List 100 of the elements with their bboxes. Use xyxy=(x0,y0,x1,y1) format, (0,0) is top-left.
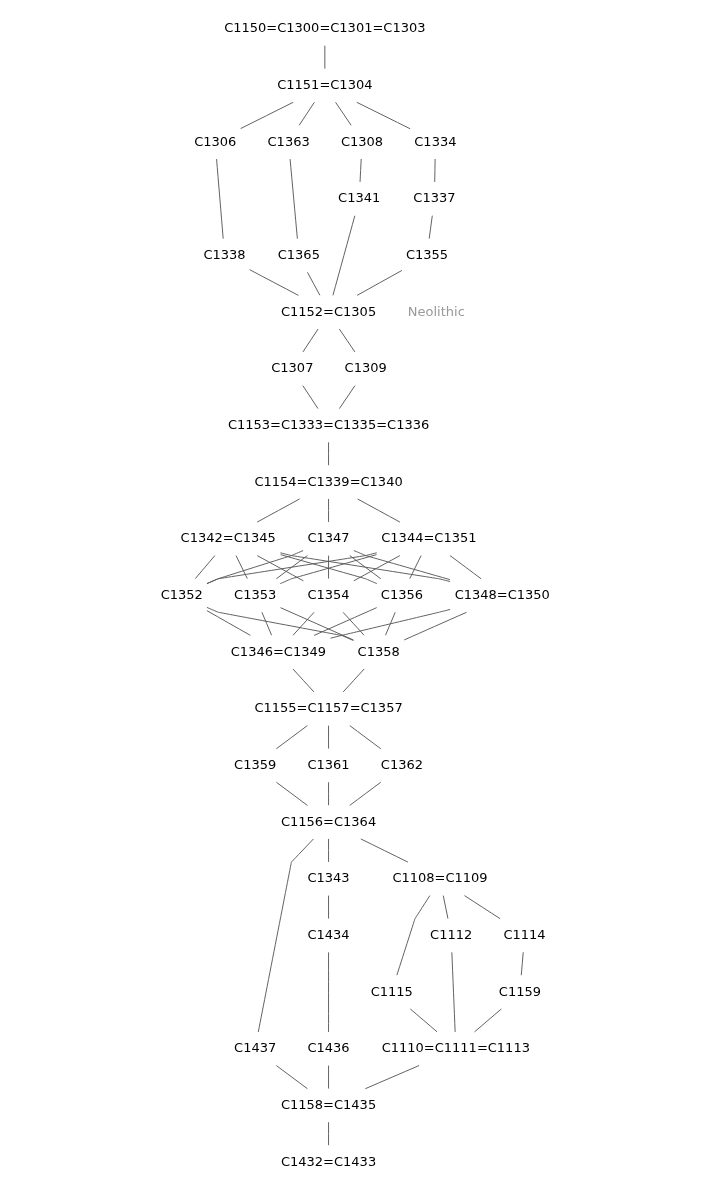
node-text: C1156=C1364 xyxy=(280,813,376,829)
node-text: C1432=C1433 xyxy=(280,1153,376,1169)
node-text: C1348=C1350 xyxy=(454,586,550,602)
node-text: C1306 xyxy=(193,133,236,149)
connector xyxy=(395,895,430,976)
node-text: C1358 xyxy=(357,643,400,659)
node-text: C1363 xyxy=(267,133,310,149)
connector xyxy=(364,1065,419,1090)
node-text: C1334 xyxy=(413,133,456,149)
connector xyxy=(289,158,298,240)
connector xyxy=(205,610,251,636)
connector xyxy=(342,611,365,636)
connector xyxy=(215,158,224,240)
connector xyxy=(279,607,354,641)
connector xyxy=(327,895,329,919)
node-text: C1152=C1305 xyxy=(280,303,376,319)
connector xyxy=(463,895,501,920)
connector xyxy=(352,555,400,582)
node-text: C1342=C1345 xyxy=(180,530,276,546)
connector xyxy=(359,838,408,863)
connector xyxy=(342,668,365,693)
connector xyxy=(409,1008,438,1033)
node-text: C1110=C1111=C1113 xyxy=(381,1040,530,1056)
connector xyxy=(206,606,354,641)
connector xyxy=(338,328,355,353)
connector xyxy=(291,668,314,693)
node-text: C1150=C1300=C1301=C1303 xyxy=(223,20,426,36)
connector xyxy=(403,611,467,641)
connector xyxy=(348,555,381,580)
node-text: C1355 xyxy=(405,246,448,262)
connector xyxy=(301,385,318,410)
connector xyxy=(520,951,524,976)
node-text: C1159 xyxy=(498,983,541,999)
node-text: C1365 xyxy=(277,246,320,262)
node-text: C1434 xyxy=(306,926,350,942)
connector xyxy=(260,611,272,636)
node-text: C1344=C1351 xyxy=(380,530,476,546)
connector xyxy=(313,607,377,636)
node-text: C1352 xyxy=(160,586,203,602)
connector xyxy=(275,725,308,750)
node-text: C1309 xyxy=(344,360,387,376)
connector xyxy=(442,895,448,919)
connector xyxy=(256,555,304,582)
connector xyxy=(327,441,329,466)
connector xyxy=(327,1121,329,1146)
connector xyxy=(384,611,396,636)
node-text: C1158=C1435 xyxy=(280,1096,376,1112)
connector xyxy=(327,838,329,863)
connector xyxy=(327,1065,329,1089)
connector xyxy=(206,552,377,585)
connector xyxy=(279,552,451,582)
label: Neolithic xyxy=(407,303,465,319)
node-text: C1108=C1109 xyxy=(391,870,488,886)
connector xyxy=(327,555,329,580)
connector xyxy=(473,1008,502,1033)
node-text: C1337 xyxy=(412,190,456,206)
connector xyxy=(298,101,315,126)
connector xyxy=(428,215,433,240)
connector xyxy=(334,101,352,126)
node-text: C1151=C1304 xyxy=(276,76,372,92)
connector xyxy=(327,951,329,1033)
connector xyxy=(327,781,329,806)
connector xyxy=(256,498,300,523)
node-text: C1307 xyxy=(270,360,313,376)
node-text: C1308 xyxy=(340,133,383,149)
connector xyxy=(408,555,422,580)
node-text: C1362 xyxy=(380,756,423,772)
node-text: C1153=C1333=C1335=C1336 xyxy=(227,416,429,432)
connector xyxy=(355,101,411,130)
connector xyxy=(323,45,325,70)
node-text: C1346=C1349 xyxy=(230,643,326,659)
connector xyxy=(279,554,377,585)
node-text: C1112 xyxy=(429,926,472,942)
connector xyxy=(450,951,456,1033)
connector xyxy=(194,555,215,580)
connector xyxy=(433,158,436,183)
connector xyxy=(257,838,314,1033)
connector xyxy=(356,269,402,296)
connector xyxy=(359,158,362,183)
connector xyxy=(292,611,314,636)
connector xyxy=(275,555,308,580)
connector xyxy=(327,725,329,749)
connector xyxy=(338,385,355,410)
connector xyxy=(449,555,482,580)
connector xyxy=(353,550,450,581)
node-text: C1155=C1157=C1357 xyxy=(253,700,403,716)
node-text: C1353 xyxy=(233,586,276,602)
connector xyxy=(348,781,381,806)
connector xyxy=(327,498,329,523)
connector xyxy=(301,328,319,353)
connector xyxy=(332,215,355,296)
connector xyxy=(306,271,320,296)
connector xyxy=(235,555,248,580)
node-text: C1354 xyxy=(306,586,350,602)
node-text: C1361 xyxy=(306,756,350,772)
node-text: C1154=C1339=C1340 xyxy=(253,473,403,489)
connector xyxy=(275,781,308,806)
node-text: C1359 xyxy=(233,756,276,772)
node-text: C1437 xyxy=(233,1040,276,1056)
connector xyxy=(356,498,400,523)
